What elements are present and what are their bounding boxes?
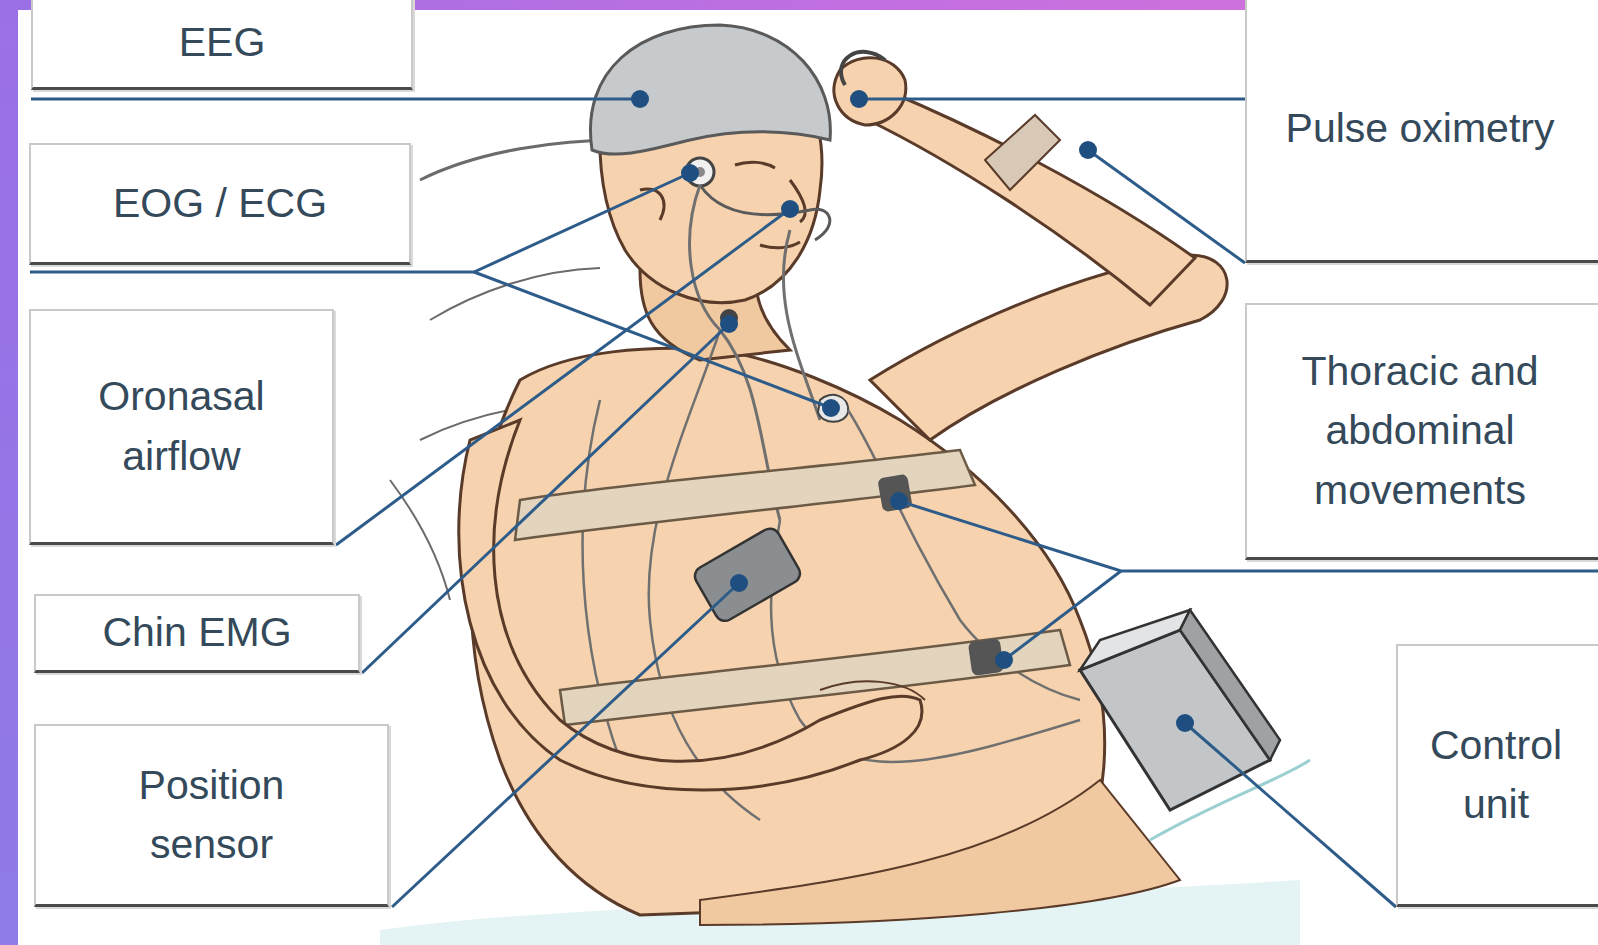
label-text: EEG	[179, 13, 266, 72]
label-box: Position sensor	[34, 724, 389, 907]
label-box: Oronasal airflow	[29, 309, 334, 545]
label-box: Chin EMG	[34, 594, 360, 673]
label-text: Control unit	[1411, 716, 1581, 835]
label-box: EEG	[31, 0, 413, 90]
label-box: EOG / ECG	[29, 143, 411, 265]
label-box: Pulse oximetry	[1245, 0, 1598, 263]
label-text: Position sensor	[102, 756, 322, 875]
label-box: Control unit	[1396, 644, 1598, 907]
label-text: Thoracic and abdominal movements	[1280, 342, 1560, 520]
label-text: Pulse oximetry	[1286, 99, 1555, 158]
label-text: Oronasal airflow	[72, 367, 292, 486]
leader-dots	[631, 90, 1194, 732]
label-box: Thoracic and abdominal movements	[1245, 303, 1598, 560]
label-text: Chin EMG	[102, 603, 291, 662]
frame-stripe	[0, 0, 18, 945]
label-text: EOG / ECG	[113, 174, 327, 233]
